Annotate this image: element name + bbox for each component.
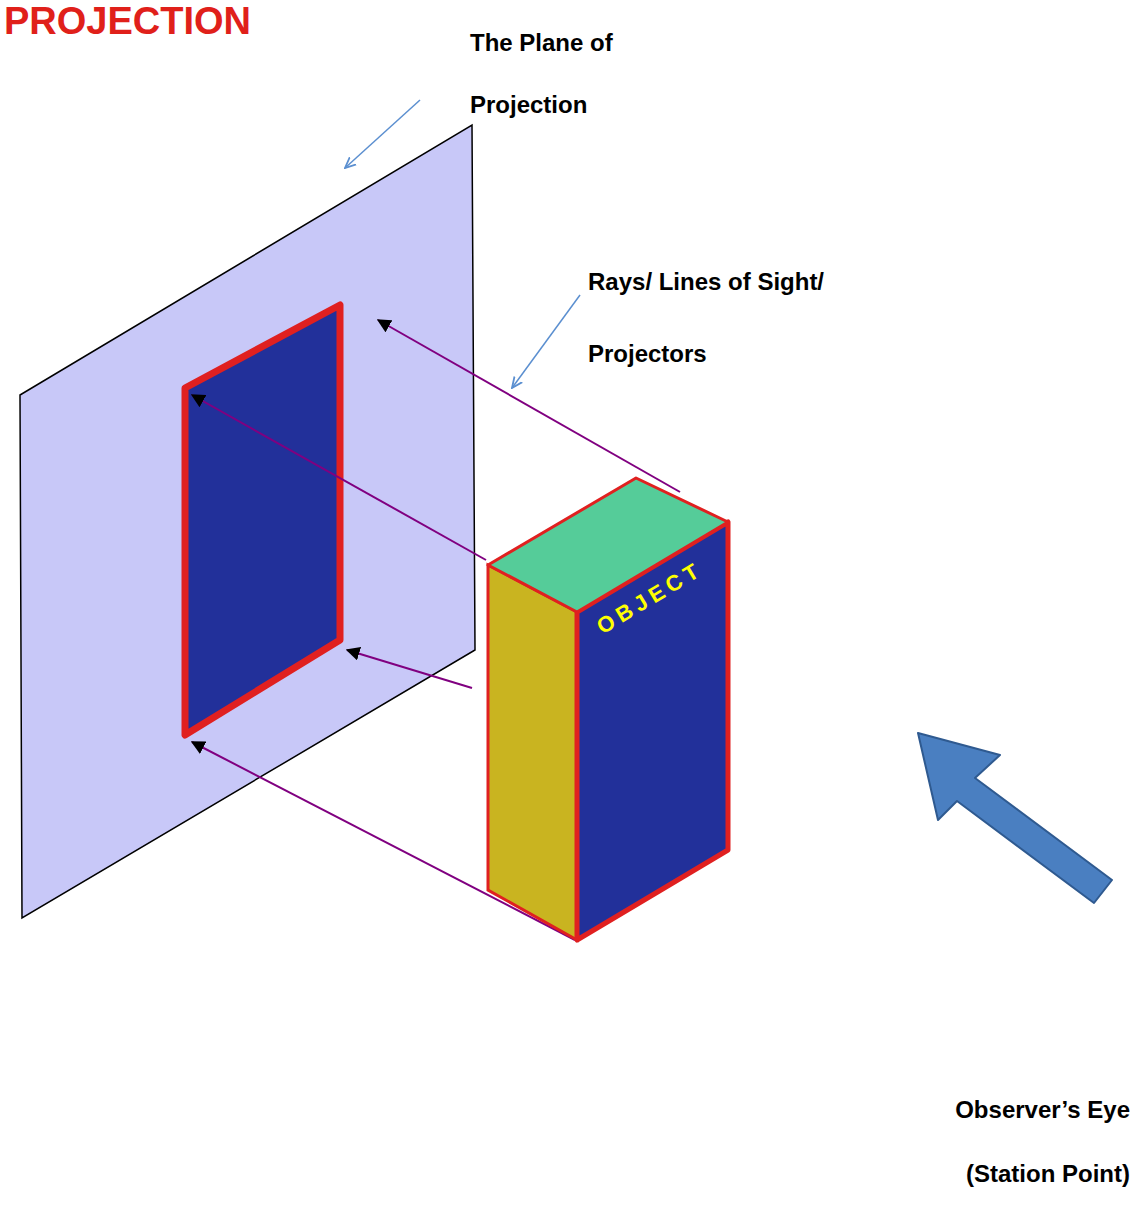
projection-plane — [20, 125, 475, 918]
callout-label: Rays/ Lines of Sight/ Projectors — [588, 246, 888, 390]
view-direction-arrow — [918, 733, 1112, 903]
page-title: PROJECTION — [4, 0, 251, 43]
callout-label: The Plane of Projection — [470, 12, 680, 136]
top-face — [488, 478, 728, 612]
projected-view — [185, 305, 340, 735]
object-box: OBJECT — [480, 470, 740, 950]
leader-line — [345, 100, 420, 168]
callout-label: Observer’s Eye (Station Point) — [925, 1078, 1130, 1206]
leader-line — [512, 295, 580, 388]
object-prism — [480, 470, 740, 950]
side-face — [488, 565, 577, 940]
